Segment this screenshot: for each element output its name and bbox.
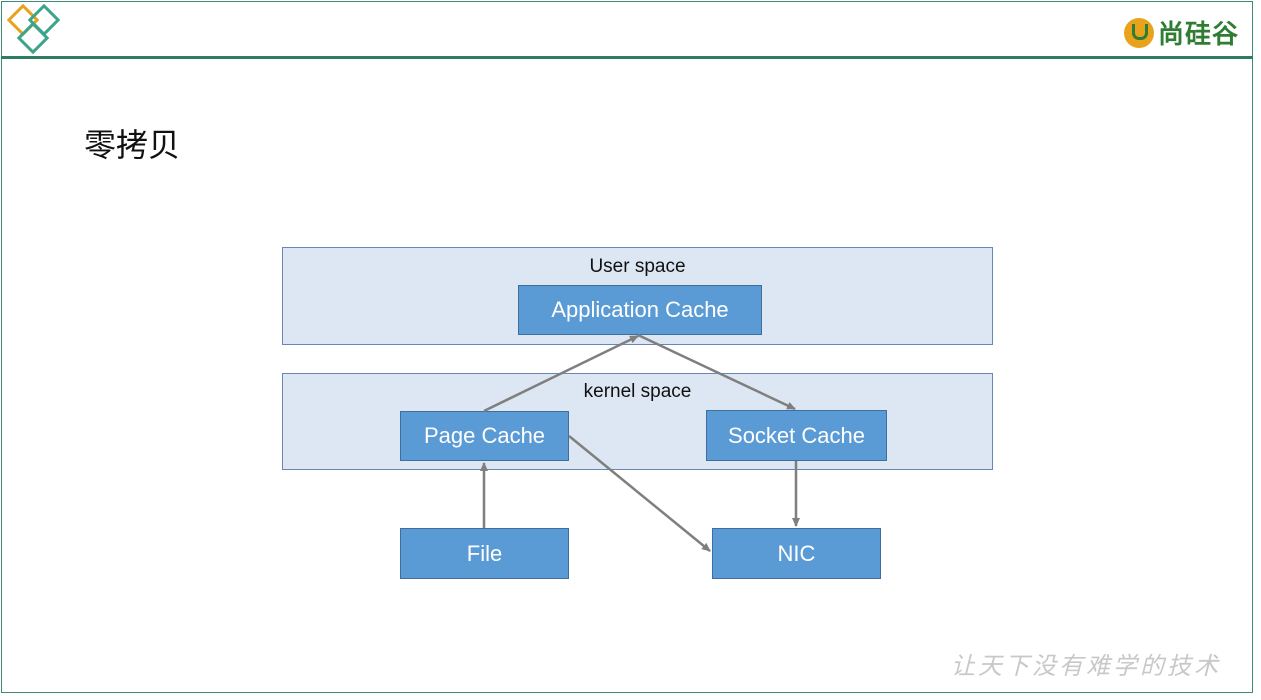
diamond-logo-icon	[6, 4, 61, 55]
arrow-page-cache-to-nic	[568, 435, 711, 552]
arrow-application-cache-to-socket-cache	[637, 333, 796, 411]
arrow-page-cache-to-application-cache	[483, 334, 639, 413]
file-node: File	[400, 528, 569, 579]
brand-name: 尚硅谷	[1157, 20, 1239, 50]
nic-node: NIC	[712, 528, 881, 579]
brand-u-icon	[1123, 17, 1154, 48]
application-cache-node: Application Cache	[518, 285, 762, 335]
slogan-text: 让天下没有难学的技术	[951, 652, 1221, 680]
header-divider	[1, 56, 1253, 59]
socket-cache-node: Socket Cache	[706, 410, 887, 461]
page-cache-node: Page Cache	[400, 411, 569, 461]
brand-logo: 尚硅谷	[1123, 14, 1239, 51]
slide-title: 零拷贝	[84, 126, 181, 164]
user-space-label: User space	[589, 256, 686, 277]
kernel-space-label: kernel space	[583, 381, 692, 402]
